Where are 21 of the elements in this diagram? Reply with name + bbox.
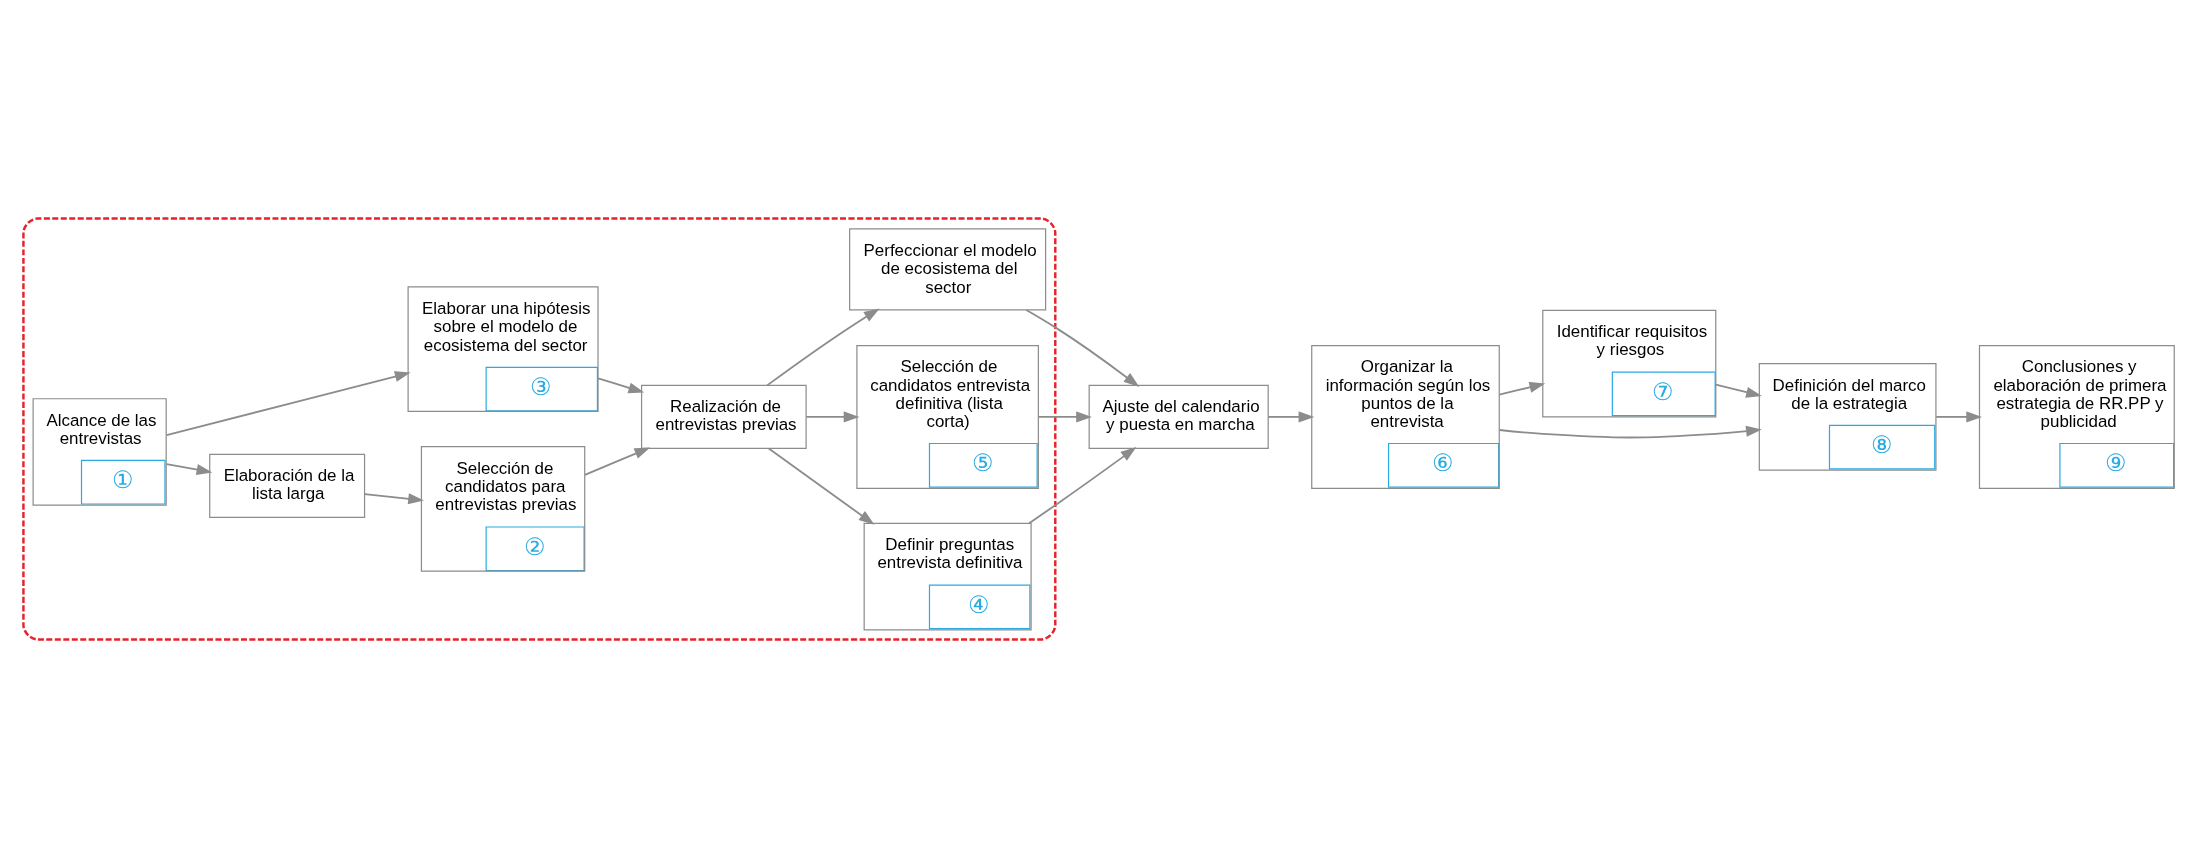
arrow	[1935, 410, 1982, 422]
node-box: Perfeccionar el modelo de ecosistema del sector	[849, 227, 1047, 310]
arrow	[1498, 425, 1762, 438]
arrow	[1025, 308, 1140, 387]
arrow	[767, 447, 875, 525]
node-box: Ajuste del calendario y puesta en marcha	[1088, 384, 1269, 449]
arrow	[1037, 410, 1092, 422]
arrow	[1267, 410, 1315, 422]
node-box: Elaboración de la lista larga	[209, 453, 366, 518]
node-box: Realización de entrevistas previas	[640, 384, 807, 449]
arrow	[597, 376, 645, 393]
arrow	[363, 492, 424, 504]
cluster	[22, 216, 1057, 641]
arrow	[165, 370, 411, 436]
arrow	[584, 446, 651, 476]
arrow	[805, 410, 860, 422]
arrow	[1028, 446, 1137, 524]
arrow	[766, 307, 880, 386]
arrow	[165, 462, 213, 475]
arrow	[1714, 383, 1762, 398]
arrow	[1498, 381, 1546, 396]
